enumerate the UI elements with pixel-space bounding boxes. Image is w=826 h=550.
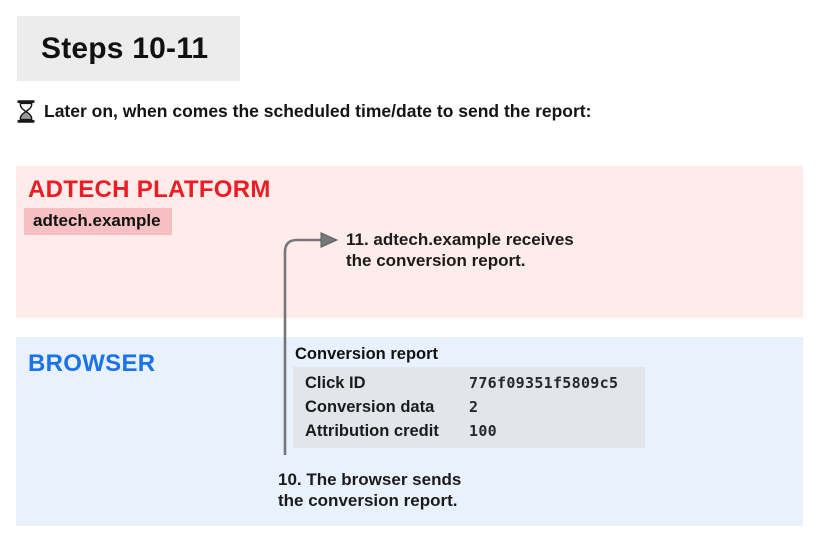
step-10-label: 10. The browser sends the conversion rep… xyxy=(278,470,462,510)
report-row-value: 2 xyxy=(469,397,479,416)
report-row-label: Attribution credit xyxy=(305,421,439,440)
intro-line: Later on, when comes the scheduled time/… xyxy=(17,100,591,123)
steps-title-box: Steps 10-11 xyxy=(17,16,240,81)
conversion-report-table: Click ID 776f09351f5809c5 Conversion dat… xyxy=(293,367,645,448)
step-11-label: 11. adtech.example receives the conversi… xyxy=(346,230,574,270)
browser-title: BROWSER xyxy=(28,350,156,377)
adtech-platform-title: ADTECH PLATFORM xyxy=(28,176,271,203)
report-row-conversion-data: Conversion data 2 xyxy=(305,396,633,420)
adtech-domain-badge: adtech.example xyxy=(24,208,172,235)
hourglass-icon xyxy=(17,100,35,123)
conversion-report-title: Conversion report xyxy=(295,345,439,363)
report-row-value: 776f09351f5809c5 xyxy=(469,374,619,392)
intro-text: Later on, when comes the scheduled time/… xyxy=(44,101,592,121)
report-row-label: Click ID xyxy=(305,374,366,392)
steps-title: Steps 10-11 xyxy=(41,31,209,65)
report-row-attribution-credit: Attribution credit 100 xyxy=(305,420,633,444)
report-row-click-id: Click ID 776f09351f5809c5 xyxy=(305,372,633,396)
adtech-platform-panel: ADTECH PLATFORM adtech.example xyxy=(16,166,803,318)
report-row-value: 100 xyxy=(469,421,497,440)
report-row-label: Conversion data xyxy=(305,397,435,416)
